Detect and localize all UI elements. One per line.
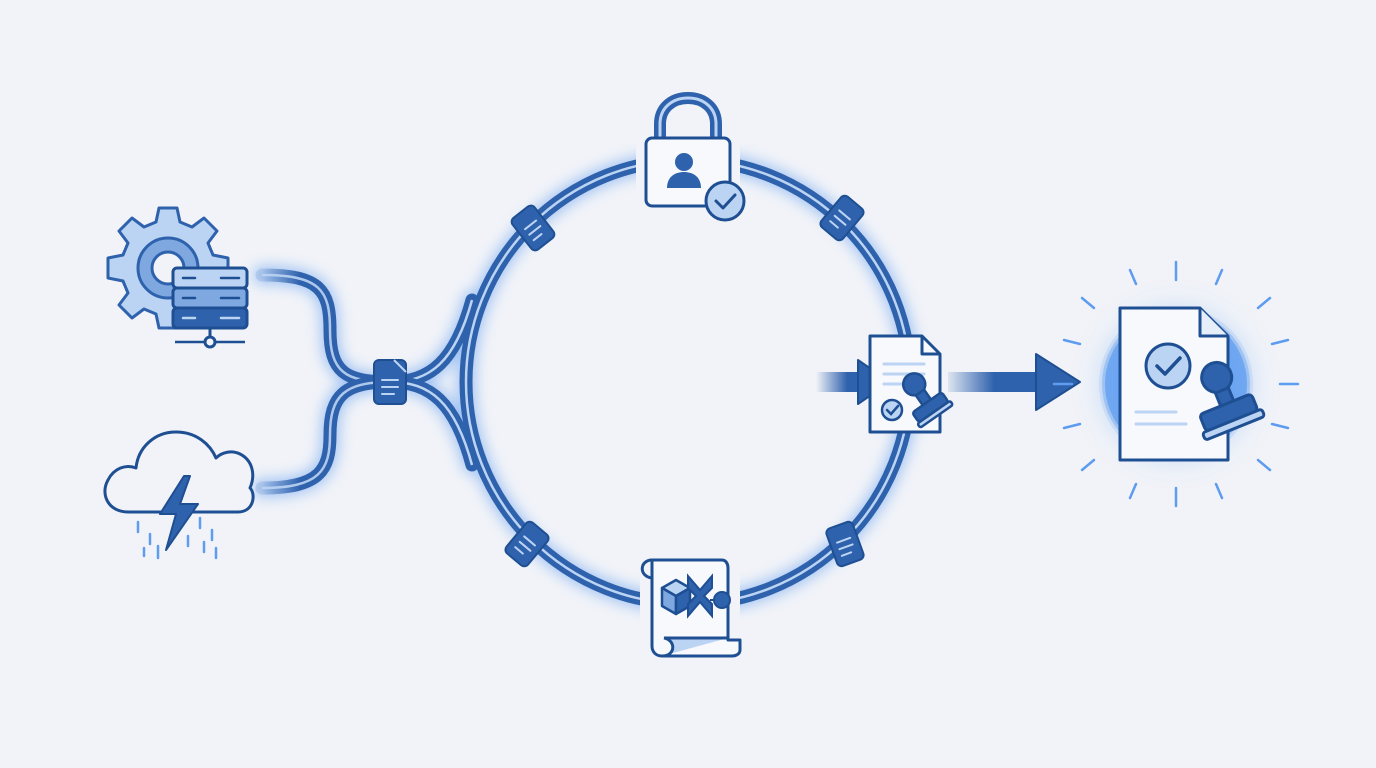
cloud-lightning-icon — [103, 430, 255, 560]
ring-document-icon — [510, 204, 556, 252]
connector-lines — [253, 151, 919, 613]
document-check-stamp-icon — [1118, 306, 1266, 462]
lock-user-check-icon — [636, 91, 746, 226]
merge-document-icon — [373, 359, 407, 405]
ring-document-icon — [504, 520, 550, 568]
outgoing-arrow — [948, 353, 1081, 411]
ring-document-icon — [819, 194, 865, 242]
cloud-connector — [255, 375, 397, 495]
document-stamp-icon — [868, 334, 954, 434]
scroll-cube-icon — [640, 556, 742, 658]
server-connector — [255, 268, 397, 389]
radiating-rays — [1052, 260, 1300, 508]
ring-document-icon — [825, 520, 865, 568]
gear-server-icon — [106, 206, 249, 349]
